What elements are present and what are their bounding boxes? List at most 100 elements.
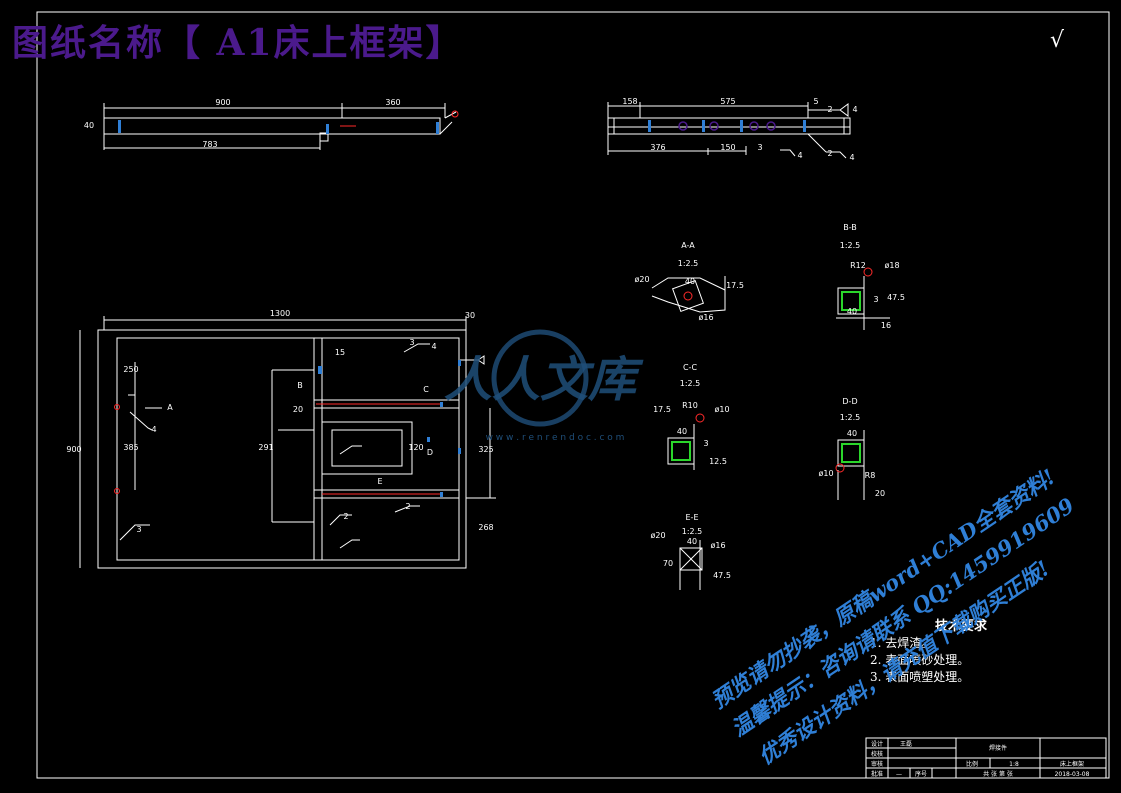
label-b: B: [297, 381, 303, 390]
tech-item: 3. 表面喷塑处理。: [870, 670, 970, 684]
dim-5: 5: [813, 97, 818, 106]
label-d: D: [427, 448, 433, 457]
section-bb: [836, 276, 890, 330]
sheet-border: [36, 11, 1110, 779]
tb-sheet: 共 张 第 张: [983, 770, 1013, 778]
tb-part: 床上框架: [1060, 760, 1084, 768]
dim-575: 575: [720, 97, 735, 106]
weld-2a: 2: [827, 105, 832, 114]
bb-16: 16: [881, 321, 891, 330]
bb-title: B-B: [843, 223, 857, 232]
bb-scale: 1:2.5: [840, 241, 861, 250]
dim-268: 268: [478, 523, 493, 532]
tb-scale: 1:8: [1009, 761, 1019, 768]
tb-approve: 批准: [871, 770, 883, 778]
dim-783: 783: [202, 140, 217, 149]
title-block: [865, 737, 1107, 779]
label-c: C: [423, 385, 429, 394]
tb-dash: —: [896, 771, 902, 778]
cc-175: 17.5: [653, 405, 671, 414]
aa-40: 40: [685, 277, 695, 286]
dim-158: 158: [622, 97, 637, 106]
bb-phi18: ø18: [884, 261, 899, 270]
dim-40-top: 40: [84, 121, 94, 130]
dim-20: 20: [293, 405, 303, 414]
tb-num: 序号: [915, 770, 927, 778]
cc-3: 3: [703, 439, 708, 448]
cc-125: 12.5: [709, 457, 727, 466]
ee-475: 47.5: [713, 571, 731, 580]
drawing-title: 图纸名称【 A1床上框架】: [12, 22, 464, 64]
aa-title: A-A: [681, 241, 695, 250]
ee-title: E-E: [686, 513, 699, 522]
dim-150: 150: [720, 143, 735, 152]
weld-4a: 4: [852, 105, 857, 114]
dim-900-top: 900: [215, 98, 230, 107]
weld-4c: 4: [797, 151, 802, 160]
renren-logo: 人人文库 w w w . r e n r e n d o c . c o m: [405, 326, 675, 446]
dd-r8: R8: [865, 471, 876, 480]
tb-design: 设计: [871, 740, 883, 748]
bb-475: 47.5: [887, 293, 905, 302]
dim-120: 120: [408, 443, 423, 452]
dd-title: D-D: [842, 397, 857, 406]
weld-4b: 4: [151, 425, 156, 434]
cc-r10: R10: [682, 401, 698, 410]
cc-phi10: ø10: [714, 405, 729, 414]
tech-heading: 技术要求: [935, 619, 988, 634]
dim-1300: 1300: [270, 309, 290, 318]
dim-15: 15: [335, 348, 345, 357]
weld-4: 4: [431, 342, 436, 351]
bb-3: 3: [873, 295, 878, 304]
section-aa: [651, 276, 726, 313]
aa-phi20: ø20: [634, 275, 649, 284]
bb-r12: R12: [850, 261, 866, 270]
ee-scale: 1:2.5: [682, 527, 703, 536]
dim-900-main: 900: [66, 445, 81, 454]
weld-2b: 2: [405, 502, 410, 511]
cc-title: C-C: [683, 363, 697, 372]
aa-phi16: ø16: [698, 313, 713, 322]
weld-2: 2: [343, 512, 348, 521]
dd-scale: 1:2.5: [840, 413, 861, 422]
dim-376: 376: [650, 143, 665, 152]
tb-name: 焊接件: [989, 744, 1007, 752]
dim-3-tr: 3: [757, 143, 762, 152]
ee-phi20: ø20: [650, 531, 665, 540]
dim-250: 250: [123, 365, 138, 374]
weld-2b: 2: [827, 149, 832, 158]
dim-30: 30: [465, 311, 475, 320]
aa-scale: 1:2.5: [678, 259, 699, 268]
dim-360-top: 360: [385, 98, 400, 107]
ee-70: 70: [663, 559, 673, 568]
dd-phi10: ø10: [818, 469, 833, 478]
tech-item: 1. 去焊渣。: [870, 636, 934, 650]
bb-40: 40: [847, 307, 857, 316]
cc-scale: 1:2.5: [680, 379, 701, 388]
dim-385: 385: [123, 443, 138, 452]
logo-text: 人人文库: [444, 352, 644, 408]
section-ee: [679, 540, 703, 590]
dd-40: 40: [847, 429, 857, 438]
tb-review: 审核: [871, 760, 883, 768]
section-cc: [667, 424, 695, 470]
aa-175: 17.5: [726, 281, 744, 290]
weld-4b: 4: [849, 153, 854, 162]
label-e: E: [377, 477, 382, 486]
logo-url: w w w . r e n r e n d o c . c o m: [486, 433, 625, 443]
check-mark: √: [1050, 28, 1065, 53]
top-left-view: [103, 103, 457, 150]
ee-phi16: ø16: [710, 541, 725, 550]
tb-date: 2018-03-08: [1055, 771, 1090, 778]
dim-325: 325: [478, 445, 493, 454]
section-dd: [837, 430, 865, 500]
ee-40: 40: [687, 537, 697, 546]
tech-item: 2. 表面喷砂处理。: [870, 653, 970, 667]
technical-requirements: 技术要求 1. 去焊渣。 2. 表面喷砂处理。 3. 表面喷塑处理。: [870, 618, 987, 686]
tb-designer: 王磊: [900, 741, 912, 748]
dd-20: 20: [875, 489, 885, 498]
weld-3b: 3: [136, 525, 141, 534]
dim-291: 291: [258, 443, 273, 452]
tb-check: 校核: [871, 750, 883, 758]
